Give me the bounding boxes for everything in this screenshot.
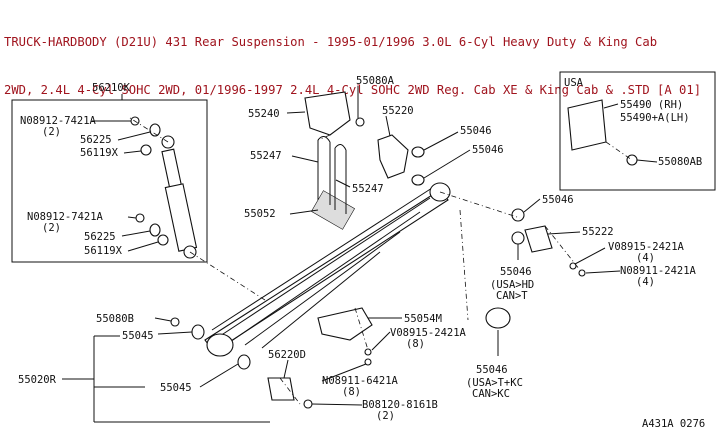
u-bolt	[317, 136, 347, 214]
label-55220: 55220	[382, 105, 414, 117]
pin-bracket	[267, 377, 295, 401]
label-55045: 55045	[160, 382, 192, 394]
nut-icon	[364, 358, 372, 366]
bushing-icon	[511, 231, 525, 245]
washer-icon	[569, 262, 577, 270]
usa-bracket	[567, 99, 607, 151]
label-qty: (8)	[342, 386, 361, 398]
label-qty: (2)	[376, 410, 395, 422]
shock-hardware	[130, 116, 169, 246]
usa-inset-box	[559, 71, 716, 191]
label-55046: 55046	[460, 125, 492, 137]
label-56210k: 56210K	[92, 82, 131, 94]
label-55046-kc: 55046	[476, 364, 508, 376]
label-qty: (2)	[42, 126, 61, 138]
bolt-icon	[170, 317, 180, 327]
shock-absorber	[161, 135, 198, 259]
label-55247: 55247	[352, 183, 384, 195]
label-n08911-2421a: N08911-2421A	[620, 265, 697, 277]
label-qty: (8)	[406, 338, 425, 350]
label-55046: 55046	[472, 144, 504, 156]
label-qty: (4)	[636, 276, 655, 288]
label-v08915-2421a: V08915-2421A	[608, 241, 685, 253]
spring-seat	[317, 307, 373, 341]
bushing-icon	[411, 146, 425, 158]
diagram-reference: A431A 0276	[642, 418, 705, 430]
spring-bracket	[304, 91, 351, 136]
label-55080b: 55080B	[96, 313, 134, 325]
title-line-1: TRUCK-HARDBODY (D21U) 431 Rear Suspensio…	[4, 35, 658, 49]
label-55046-note: CAN>KC	[472, 388, 510, 400]
label-55046-note: CAN>T	[496, 290, 528, 302]
label-55020r: 55020R	[18, 374, 57, 386]
bushing-icon	[237, 354, 251, 370]
rear-shackle	[524, 225, 553, 253]
bolt-icon	[303, 399, 313, 409]
label-55054m: 55054M	[404, 313, 442, 325]
rear-bushing	[485, 307, 511, 329]
label-55046-note: (USA>HD	[490, 279, 534, 291]
label-usa: USA	[564, 77, 584, 89]
label-55247: 55247	[250, 150, 282, 162]
label-56225: 56225	[80, 134, 112, 146]
label-v08915-2421a-lower: V08915-2421A	[390, 327, 467, 339]
label-56119x-lower: 56119X	[84, 245, 123, 257]
label-qty: (2)	[42, 222, 61, 234]
label-55490a: 55490+A(LH)	[620, 112, 690, 124]
label-55222: 55222	[582, 226, 614, 238]
label-55240: 55240	[248, 108, 280, 120]
label-55046-hd: 55046	[500, 266, 532, 278]
label-55046-note: (USA>T+KC	[466, 377, 523, 389]
label-55080a: 55080A	[356, 75, 395, 87]
label-55045: 55045	[122, 330, 154, 342]
shock-absorber-box	[11, 99, 208, 263]
label-55052: 55052	[244, 208, 276, 220]
label-b08120-8161b: B08120-8161B	[362, 399, 438, 411]
shackle-bracket	[377, 134, 409, 179]
nut-icon	[578, 269, 586, 277]
bolt-icon	[626, 154, 638, 166]
label-55080ab: 55080AB	[658, 156, 702, 168]
washer-icon	[364, 348, 372, 356]
bushing-icon	[191, 324, 205, 340]
label-n08912-7421a: N08912-7421A	[20, 115, 97, 127]
title-line-2: 2WD, 2.4L 4-Cyl SOHC 2WD, 01/1996-1997 2…	[4, 83, 702, 97]
bolt-icon	[355, 117, 365, 127]
bump-stopper	[311, 190, 355, 230]
page-title: TRUCK-HARDBODY (D21U) 431 Rear Suspensio…	[4, 2, 718, 114]
leaf-spring	[204, 182, 451, 357]
label-n08912-7421a-lower: N08912-7421A	[27, 211, 104, 223]
label-n08911-6421a: N08911-6421A	[322, 375, 399, 387]
label-55490: 55490 (RH)	[620, 99, 683, 111]
label-56220d: 56220D	[268, 349, 306, 361]
label-55046: 55046	[542, 194, 574, 206]
label-56225-lower: 56225	[84, 231, 116, 243]
bushing-icon	[411, 174, 425, 186]
label-56119x: 56119X	[80, 147, 119, 159]
bushing-icon	[511, 208, 525, 222]
label-qty: (4)	[636, 252, 655, 264]
